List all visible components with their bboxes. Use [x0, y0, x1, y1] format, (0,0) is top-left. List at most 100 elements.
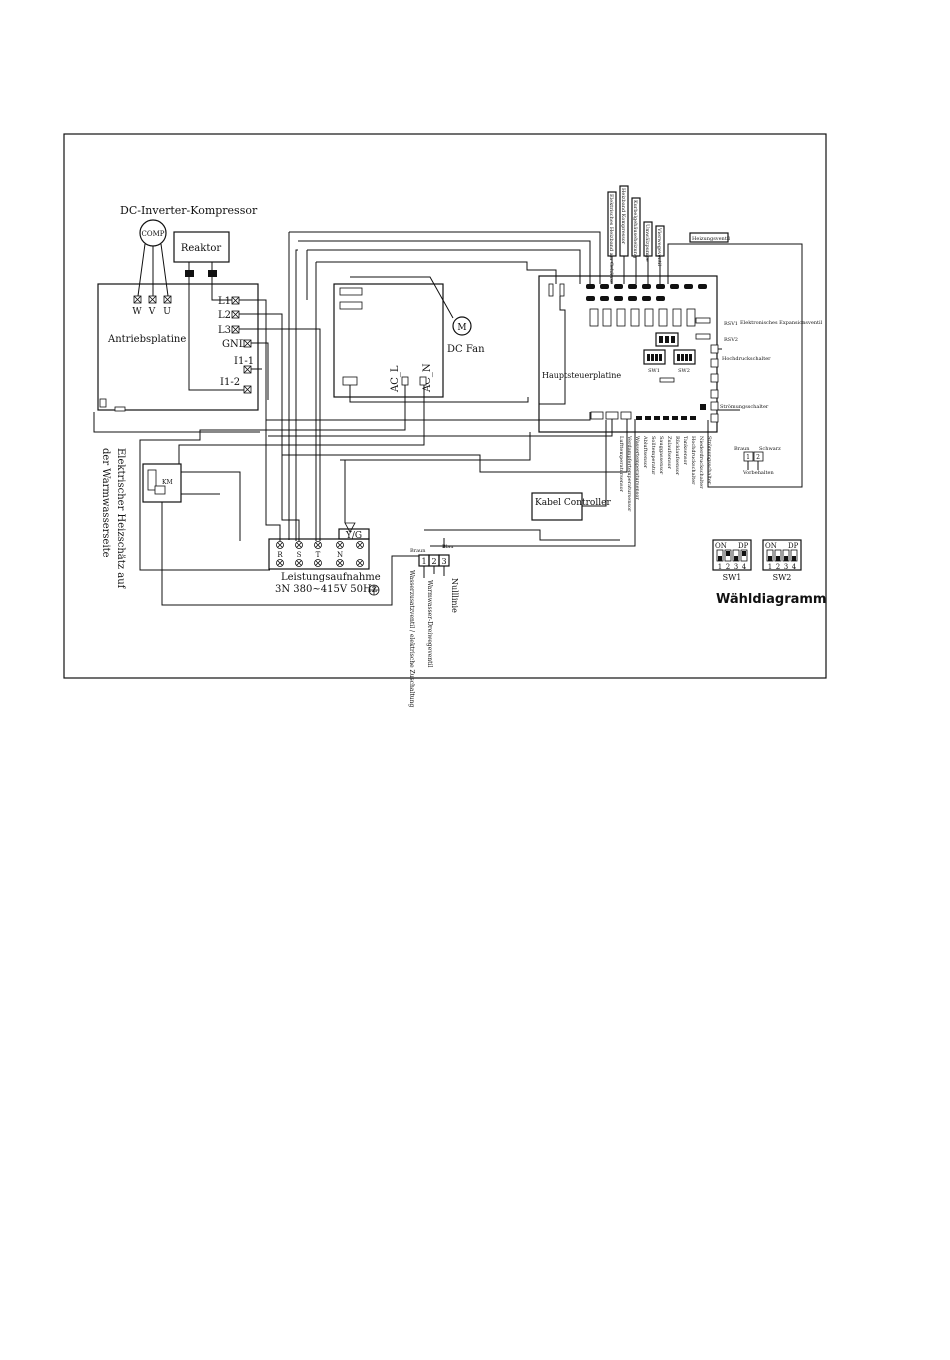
terminal-l1: L1	[218, 296, 231, 307]
power-label: Leistungsaufnahme	[281, 572, 381, 583]
driver-output-terminals: W V U	[132, 295, 172, 317]
dip-sw2-label: SW2	[773, 573, 792, 582]
driver-board-label: Antriebsplatine	[107, 334, 186, 345]
ac-l-label: AC_L	[390, 365, 401, 393]
onboard-sw1-label: SW1	[648, 368, 660, 374]
sensor-label-3: Wassertemperatursensor	[634, 436, 640, 500]
cable-controller-label: Kabel Controller	[535, 498, 611, 508]
reactor-box	[173, 231, 230, 263]
main-board	[538, 275, 718, 433]
top-label-3: Kurbelgehäuseheizung	[632, 200, 638, 259]
power-terminal-n: N	[337, 551, 343, 559]
top-label-2: Heizband Kompressor	[620, 188, 626, 245]
wires	[93, 231, 759, 606]
dip-sw2-on: ON	[765, 542, 777, 550]
terminal-v: V	[148, 307, 156, 317]
reactor-label: Reaktor	[181, 243, 222, 254]
heating-valve-label: Heizungsventil	[692, 236, 730, 242]
sensor-label-9: Tanksensor	[682, 436, 688, 465]
power-terminal-t: T	[316, 551, 321, 559]
top-connectors	[548, 283, 707, 301]
top-label-5: Vierwegeventil	[656, 227, 662, 266]
motor-symbol: M	[457, 323, 466, 333]
terminal-i1-1: I1-1	[234, 356, 254, 367]
terminal-w: W	[132, 307, 142, 317]
right-label-3: Strömungsschalter	[720, 404, 769, 410]
power-terminal-r: R	[277, 551, 283, 559]
power-spec: 3N 380~415V 50Hz	[275, 584, 377, 595]
heater-label-line2: der Warmwasserseite	[100, 448, 111, 558]
segment-display	[655, 332, 679, 347]
right-label-schwarz: Schwarz	[759, 446, 781, 452]
sensor-label-1: Lufttemperatursensor	[618, 436, 624, 493]
driver-input-terminals: L1 L2 L3 GND I1-1 I1-2	[218, 296, 254, 394]
power-terminal-block	[268, 538, 370, 570]
right-label-reserved: Vorbehalten	[742, 470, 774, 476]
ac-n-label: AC_N	[422, 363, 433, 393]
valve-label-2: Warmwasser-Dreiwegeventil	[426, 580, 433, 667]
dip-sw1-n1: 1	[718, 563, 722, 571]
right-label-braun: Braun	[734, 446, 750, 452]
heater-label-line1: Elektrischer Heizschätz auf	[115, 448, 126, 590]
onboard-dip-switches: SW1 SW2	[643, 349, 696, 383]
terminal-i1-2: I1-2	[220, 377, 240, 388]
bottom-connectors	[590, 411, 696, 420]
dip-sw1-label: SW1	[723, 573, 742, 582]
right-connectors	[700, 344, 719, 423]
right-label-2: Hochdruckschalter	[722, 356, 771, 362]
dip-sw1-n3: 3	[734, 563, 738, 571]
power-terminals: R S T N	[276, 541, 364, 567]
sensor-label-12: Strömungsschalter	[706, 436, 712, 485]
terminal-l3: L3	[218, 325, 231, 336]
dip-sw2-n2: 2	[776, 563, 780, 571]
sensor-label-4: Abluftsensor	[642, 435, 648, 469]
dip-sw2-n4: 4	[792, 563, 797, 571]
dip-sw2-dp: DP	[788, 542, 799, 550]
top-label-4: Umwälzpumpe	[644, 224, 650, 262]
sensor-label-7: Zulaufsensor	[666, 436, 672, 470]
fan-board	[333, 283, 444, 398]
compressor-title: DC-Inverter-Kompressor	[120, 204, 258, 217]
dip-sw1-n4: 4	[742, 563, 747, 571]
onboard-sw2-label: SW2	[678, 368, 690, 374]
terminal-gnd: GND	[222, 339, 247, 350]
dip-sw2-n1: 1	[768, 563, 772, 571]
power-terminal-s: S	[297, 551, 302, 559]
yg-box	[338, 528, 370, 540]
terminal-u: U	[163, 307, 171, 317]
svg-text:2: 2	[756, 454, 760, 461]
driver-board	[97, 283, 259, 411]
svg-text:1: 1	[746, 454, 750, 461]
relay-row	[589, 308, 696, 327]
dip-sw1-n2: 2	[726, 563, 730, 571]
rsv2-label: RSV2	[724, 337, 738, 343]
valve-wire-braun: Braun	[410, 548, 426, 554]
comp-label: COMP	[142, 230, 165, 238]
valve-terminal-1: 1	[421, 557, 426, 566]
selection-title: Wähldiagramm	[716, 592, 826, 607]
fan-motor-symbol	[452, 316, 472, 336]
dip-sw1-dp: DP	[738, 542, 749, 550]
rsv1-label: RSV1	[724, 321, 738, 327]
top-label-1: Elektrisches Heizband am Gehäuse	[608, 194, 614, 284]
dip-sw1-on: ON	[715, 542, 727, 550]
sensor-label-8: Rücklaufsensor	[674, 436, 680, 476]
sensor-label-6: Sauggassensor	[658, 436, 664, 475]
ground-symbol	[368, 584, 380, 596]
valve-label-1: Wasserzusatzventil / elektrische Zuschal…	[408, 570, 415, 708]
svg-text:KM: KM	[162, 479, 173, 486]
valve-terminal-3: 3	[441, 557, 446, 566]
diagram-frame	[63, 133, 827, 679]
yg-label: Y/G	[345, 531, 362, 541]
main-board-label: Hauptsteuerplatine	[542, 371, 621, 380]
valve-terminal-2: 2	[431, 557, 436, 566]
top-component-labels: Elektrisches Heizband am Gehäuse Heizban…	[607, 185, 665, 284]
terminal-l2: L2	[218, 310, 231, 321]
valve-label-3: Nulllinie	[450, 578, 459, 613]
dip-sw2-n3: 3	[784, 563, 788, 571]
right-label-1: Elektronisches Expansionsventil	[740, 320, 823, 326]
sensor-label-11: Niederdruckschalter	[698, 436, 704, 489]
valve-terminals: 1 2 3	[418, 554, 450, 567]
sensor-label-2: Verdampfertemperatursensor	[626, 435, 632, 512]
